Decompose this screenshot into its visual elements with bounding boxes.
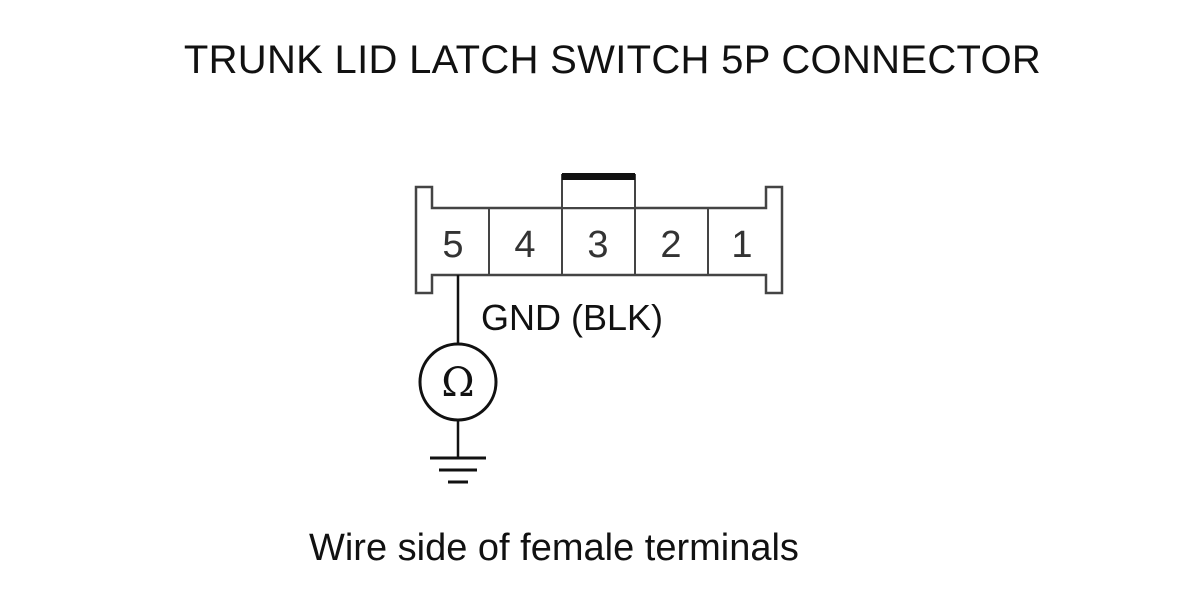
terminal-1-label: 1 <box>731 224 752 266</box>
connector-housing <box>414 185 784 295</box>
diagram-caption: Wire side of female terminals <box>309 527 799 569</box>
terminal-4-label: 4 <box>514 224 535 266</box>
connector-lock-tab <box>561 174 636 209</box>
ohmmeter-icon: Ω <box>418 342 498 422</box>
connector-lock-bar <box>562 173 635 180</box>
terminal-2-label: 2 <box>660 224 681 266</box>
terminal-5-label: 5 <box>442 224 463 266</box>
diagram-title: TRUNK LID LATCH SWITCH 5P CONNECTOR <box>183 38 1042 82</box>
terminal-dividers <box>488 208 709 275</box>
terminal-3-label: 3 <box>587 224 608 266</box>
ohm-symbol: Ω <box>441 360 474 406</box>
wire-label: GND (BLK) <box>481 297 663 338</box>
ground-symbol-icon <box>430 456 486 484</box>
